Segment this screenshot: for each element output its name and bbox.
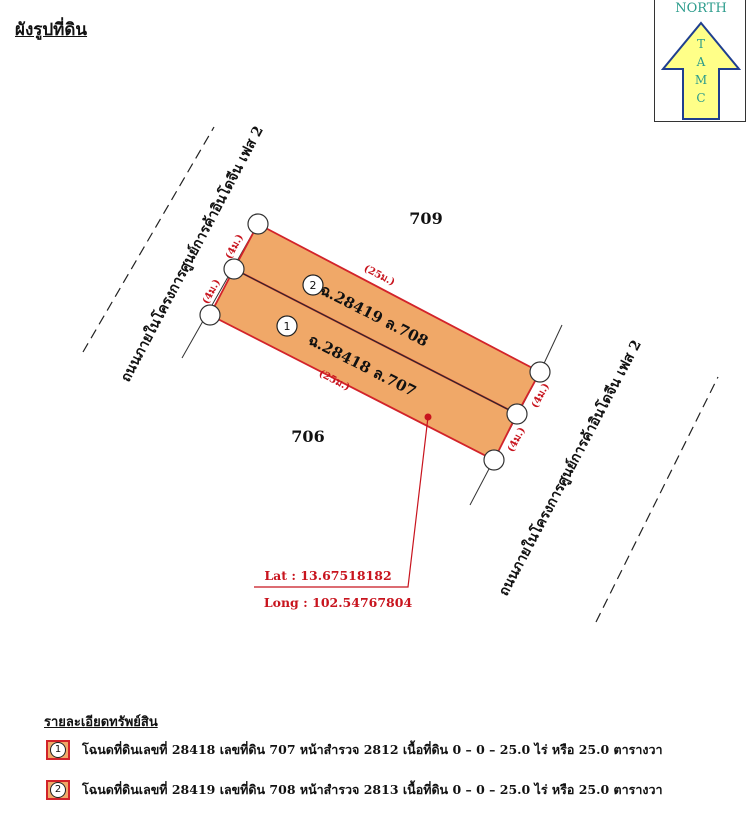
longitude-label: Long : 102.54767804	[264, 595, 413, 610]
north-arrow-icon: NORTH T A M C	[660, 1, 742, 120]
parcel-2-number: 2	[310, 279, 317, 292]
parcel-1-badge-icon: 1	[46, 740, 70, 760]
north-letter: A	[696, 55, 706, 69]
road-line-left	[82, 126, 215, 353]
legend-item: 1 โฉนดที่ดินเลขที่ 28418 เลขที่ดิน 707 ห…	[46, 739, 663, 761]
corner-marker	[529, 361, 551, 383]
legend-item-text: โฉนดที่ดินเลขที่ 28419 เลขที่ดิน 708 หน้…	[82, 782, 663, 797]
legend-item-number: 2	[50, 782, 66, 798]
legend-item-number: 1	[50, 742, 66, 758]
parcel-2-badge-icon: 2	[46, 780, 70, 800]
land-plot-map: 2 1 ฉ.28419 ล.708 ฉ.28418 ล.707 (25ม.) (…	[82, 123, 719, 623]
parcel-divider	[233, 268, 518, 415]
legend-item: 2 โฉนดที่ดินเลขที่ 28419 เลขที่ดิน 708 ห…	[46, 779, 663, 801]
page-title: ผังรูปที่ดิน	[15, 20, 88, 40]
north-label: NORTH	[675, 1, 727, 16]
north-letter: M	[695, 73, 707, 87]
neighbor-plot-709: 709	[409, 209, 442, 228]
parcel-1-number: 1	[284, 320, 291, 333]
road-line-right	[595, 376, 719, 623]
corner-marker	[223, 258, 245, 280]
north-arrow-shape	[660, 21, 742, 120]
corner-marker	[247, 213, 269, 235]
north-arrow-box: NORTH T A M C	[654, 0, 746, 122]
legend-item-text: โฉนดที่ดินเลขที่ 28418 เลขที่ดิน 707 หน้…	[82, 742, 663, 757]
latitude-label: Lat : 13.67518182	[264, 568, 391, 583]
coordinate-leader-line	[254, 416, 429, 588]
neighbor-plot-706: 706	[291, 427, 324, 446]
parcel-1-number-marker	[276, 315, 298, 337]
north-letter: C	[696, 91, 705, 105]
legend-title: รายละเอียดทรัพย์สิน	[44, 715, 158, 730]
corner-marker	[199, 304, 221, 326]
parcel-2-number-marker	[302, 274, 324, 296]
north-letter: T	[697, 37, 705, 51]
corner-marker	[483, 449, 505, 471]
corner-marker	[506, 403, 528, 425]
